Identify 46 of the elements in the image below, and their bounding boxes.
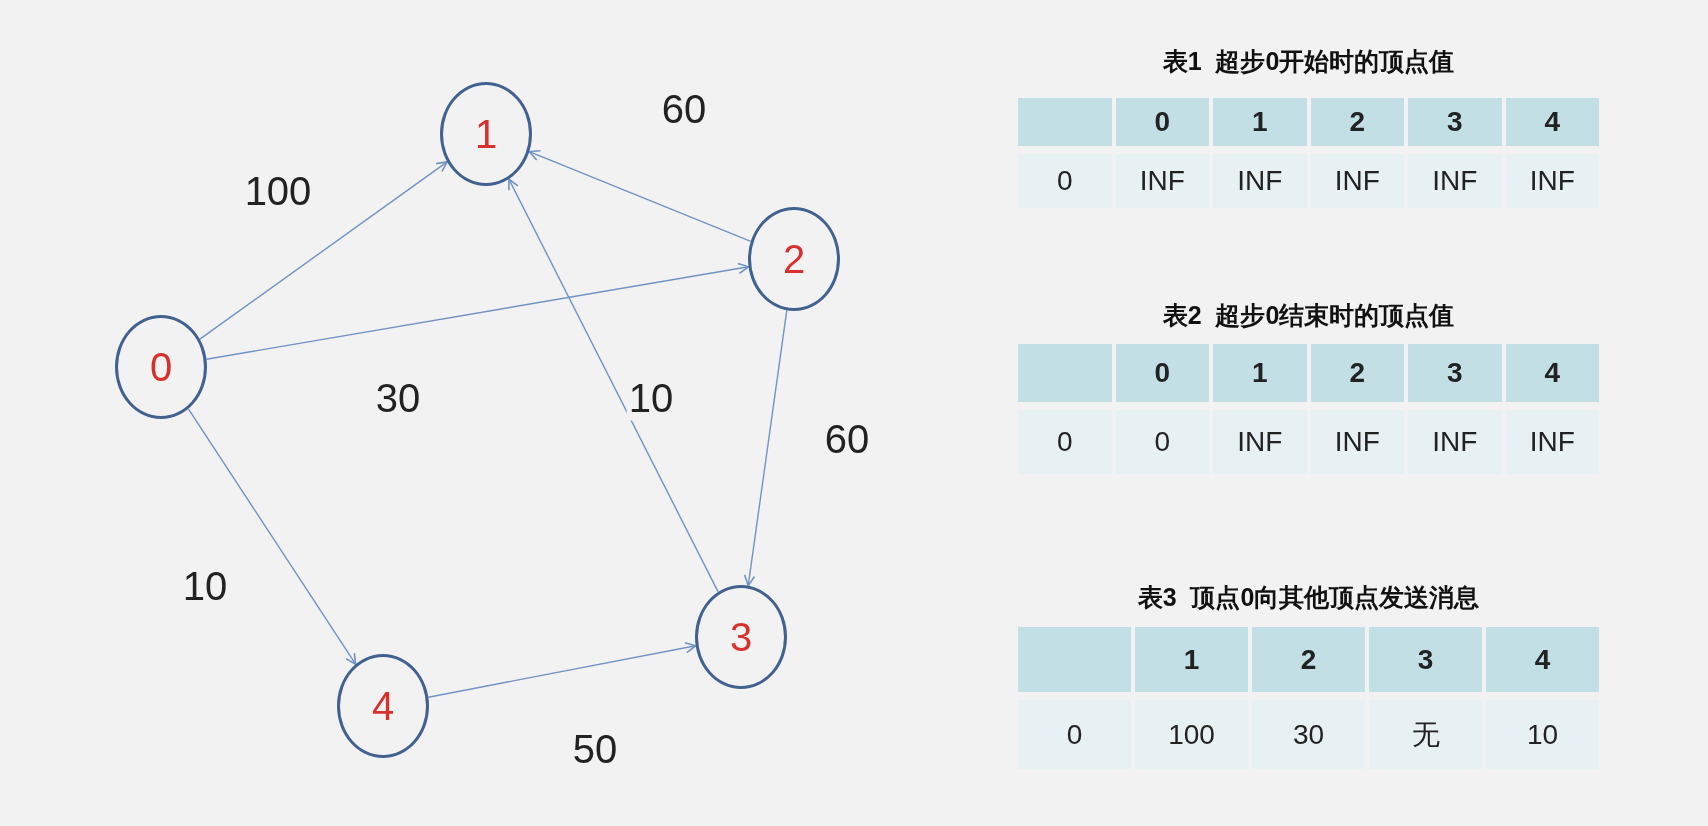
table-cell: INF bbox=[1308, 408, 1406, 476]
arrow bbox=[205, 262, 750, 360]
table-cell: 30 bbox=[1250, 698, 1367, 771]
table-title: 表1 超步0开始时的顶点值 bbox=[1162, 46, 1455, 77]
header-cell: 2 bbox=[1308, 342, 1406, 404]
header-cell: 1 bbox=[1211, 96, 1309, 148]
table-cell: INF bbox=[1113, 152, 1211, 210]
header-cell: 4 bbox=[1484, 625, 1601, 694]
header-cell: 1 bbox=[1133, 625, 1250, 694]
arrow bbox=[187, 408, 357, 665]
vertex-circle: 0 bbox=[115, 315, 207, 419]
table-cell: 0 bbox=[1016, 408, 1114, 476]
table-cell: INF bbox=[1503, 408, 1601, 476]
header-cell: 2 bbox=[1308, 96, 1406, 148]
table-cell: 0 bbox=[1113, 408, 1211, 476]
table-cell: INF bbox=[1406, 152, 1504, 210]
header-cell: 3 bbox=[1367, 625, 1484, 694]
vertex-circle: 2 bbox=[748, 207, 840, 311]
table-cell: 0 bbox=[1016, 152, 1114, 210]
header-cell: 1 bbox=[1211, 342, 1309, 404]
header-cell: 3 bbox=[1406, 342, 1504, 404]
arrow bbox=[528, 149, 752, 243]
header-cell: 4 bbox=[1503, 342, 1601, 404]
header-cell: 0 bbox=[1113, 96, 1211, 148]
table-cell: 100 bbox=[1133, 698, 1250, 771]
arrow bbox=[508, 178, 719, 593]
table-title: 表2 超步0结束时的顶点值 bbox=[1162, 300, 1455, 331]
arrow bbox=[199, 161, 448, 340]
vertex-circle: 4 bbox=[337, 654, 429, 758]
table-cell: 无 bbox=[1367, 698, 1484, 771]
arrow bbox=[743, 309, 788, 587]
table-cell: INF bbox=[1406, 408, 1504, 476]
table-cell: 0 bbox=[1016, 698, 1133, 771]
header-cell: 4 bbox=[1503, 96, 1601, 148]
header-cell: 0 bbox=[1113, 342, 1211, 404]
table-cell: INF bbox=[1211, 152, 1309, 210]
vertex-circle: 3 bbox=[695, 585, 787, 689]
table-title: 表3 顶点0向其他顶点发送消息 bbox=[1137, 582, 1480, 613]
header-cell: 3 bbox=[1406, 96, 1504, 148]
table-cell: 10 bbox=[1484, 698, 1601, 771]
table-cell: INF bbox=[1503, 152, 1601, 210]
table-cell: INF bbox=[1308, 152, 1406, 210]
vertex-circle: 1 bbox=[440, 82, 532, 186]
table-cell: INF bbox=[1211, 408, 1309, 476]
arrow bbox=[427, 641, 697, 698]
header-cell: 2 bbox=[1250, 625, 1367, 694]
